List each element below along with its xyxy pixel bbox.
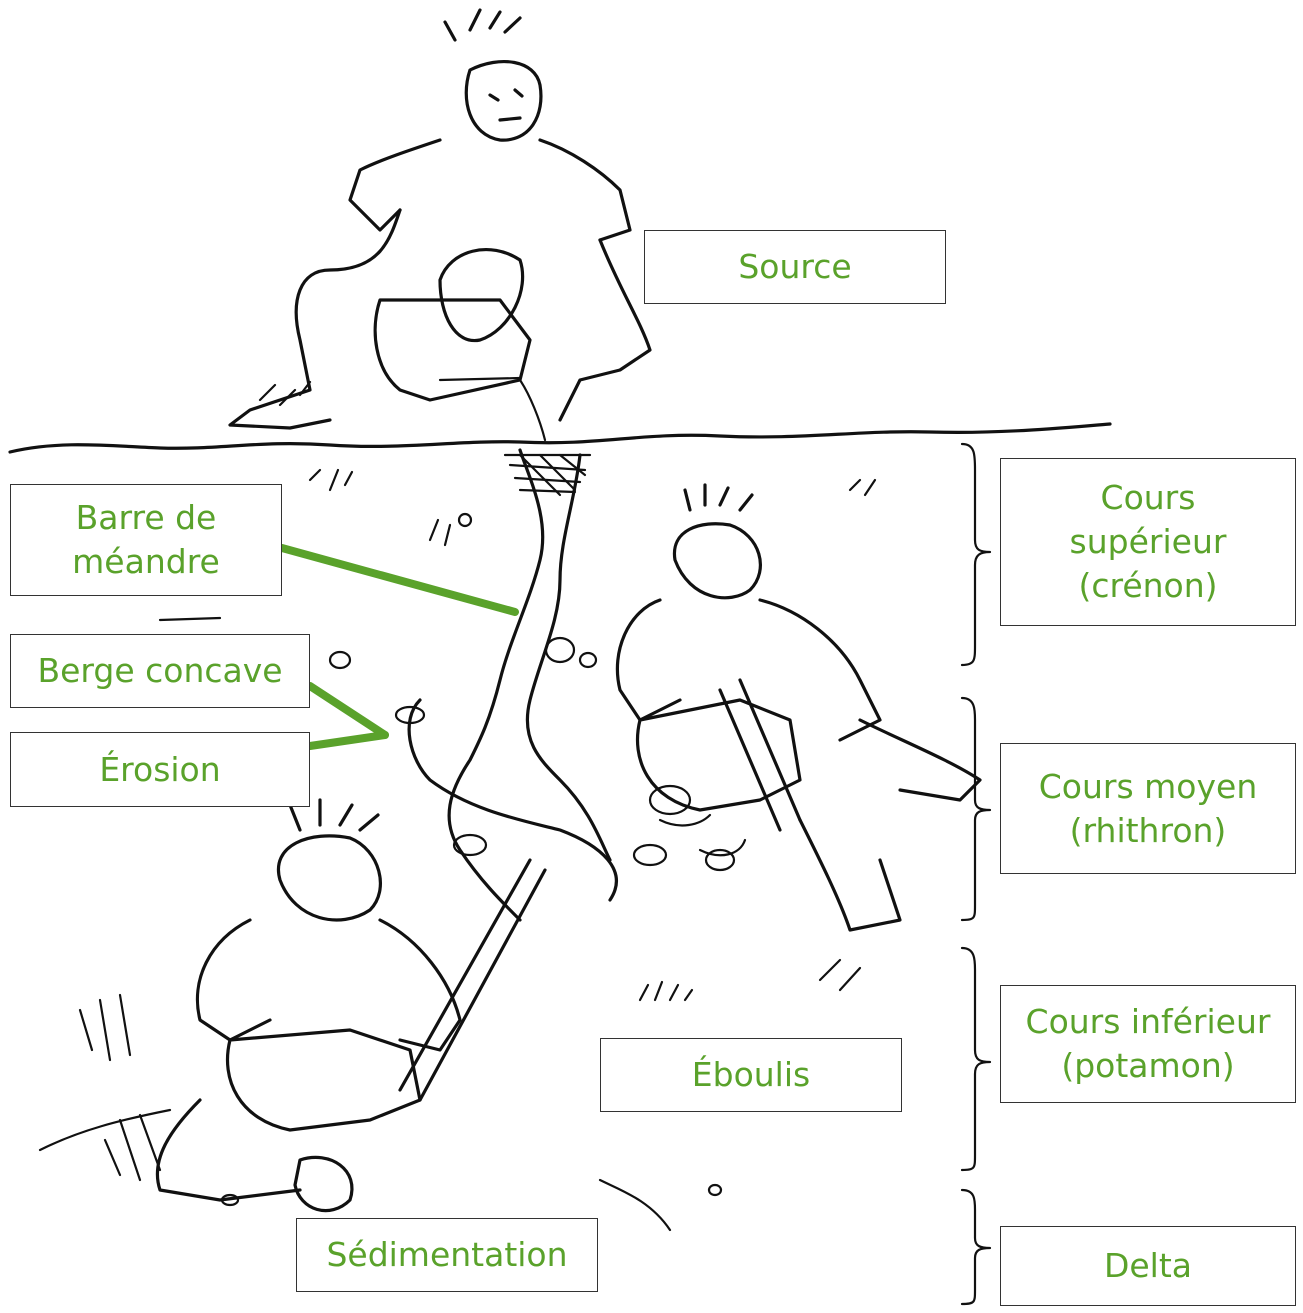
label-cours-inferieur: Cours inférieur (potamon) <box>1000 985 1296 1103</box>
brace-cours-moyen <box>960 696 992 922</box>
brace-cours-superieur <box>960 442 992 667</box>
leader-barre-de-meandre <box>278 544 519 616</box>
label-sedimentation: Sédimentation <box>296 1218 598 1292</box>
river-channel <box>407 448 618 922</box>
label-source: Source <box>644 230 946 304</box>
lower-figure <box>78 798 547 1213</box>
brace-cours-inferieur <box>960 946 992 1172</box>
brace-delta <box>960 1188 992 1306</box>
label-delta: Delta <box>1000 1226 1296 1306</box>
label-barre-de-meandre: Barre de méandre <box>10 484 282 596</box>
label-cours-superieur: Cours supérieur (crénon) <box>1000 458 1296 626</box>
ground-line <box>8 422 1112 454</box>
label-eboulis: Éboulis <box>600 1038 902 1112</box>
stones-and-grass <box>38 468 877 1232</box>
label-berge-concave: Berge concave <box>10 634 310 708</box>
leader-berge-concave <box>306 682 389 739</box>
label-cours-moyen: Cours moyen (rhithron) <box>1000 743 1296 874</box>
label-erosion: Érosion <box>10 732 310 807</box>
leader-erosion <box>306 731 389 750</box>
source-figure <box>228 8 652 442</box>
middle-figure <box>615 483 982 932</box>
